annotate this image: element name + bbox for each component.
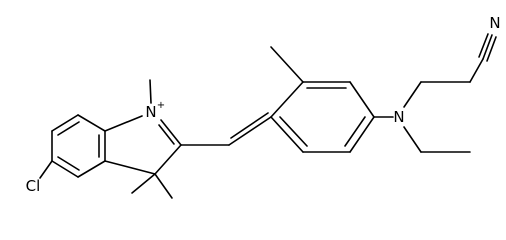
molecule-structure: Cl N + N N xyxy=(26,14,501,199)
phenyl-ring xyxy=(270,81,375,153)
indolium-benzene-ring xyxy=(51,114,106,178)
nitrile-nitrogen-label: N xyxy=(489,14,500,32)
indolium-five-ring xyxy=(104,115,182,175)
indolium-substituents xyxy=(39,79,173,199)
amine-substituents xyxy=(373,58,484,153)
amine-nitrogen-label: N xyxy=(393,108,404,126)
positive-charge-label: + xyxy=(157,100,165,111)
vinyl-linker xyxy=(180,112,272,146)
nitrile-triple-bond xyxy=(478,33,497,62)
indolium-nitrogen-label: N xyxy=(145,103,156,121)
phenyl-methyl xyxy=(270,46,304,83)
chlorine-atom-label: Cl xyxy=(26,177,41,195)
